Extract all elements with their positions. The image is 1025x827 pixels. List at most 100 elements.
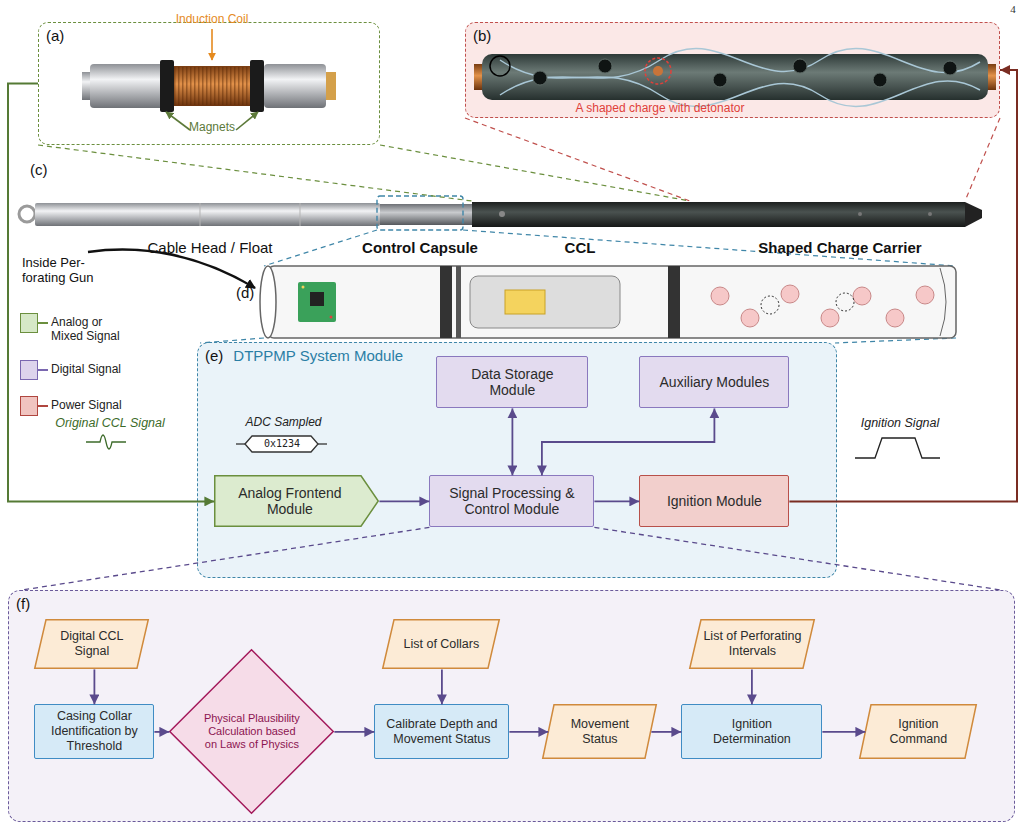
panel-letter: (f) bbox=[16, 595, 30, 612]
charge-carrier-photo bbox=[474, 48, 996, 106]
annotation-label: Cable Head / Float bbox=[130, 239, 290, 256]
gun-cutaway bbox=[302, 286, 305, 289]
charge-carrier-photo bbox=[490, 56, 510, 76]
signal-arrow bbox=[441, 669, 443, 704]
gun-cutaway bbox=[88, 250, 255, 288]
annotation-label: 4 bbox=[1003, 3, 1023, 16]
legend-line bbox=[38, 405, 48, 407]
ccl-photo bbox=[90, 64, 165, 108]
text-holder: List of Perforating Intervals bbox=[689, 619, 815, 669]
gun-cutaway bbox=[916, 286, 934, 304]
zoom-connector bbox=[22, 527, 1001, 590]
perforating-gun bbox=[377, 196, 463, 230]
signal-arrow bbox=[379, 500, 429, 502]
zoom-leader-lines bbox=[38, 145, 472, 201]
legend-text: Analog or Mixed Signal bbox=[51, 315, 123, 344]
text-holder: Physical Plausibility Calculation based … bbox=[169, 649, 334, 814]
gun-cutaway bbox=[440, 266, 452, 338]
text-holder: List of Collars bbox=[382, 619, 500, 669]
signal-glyphs bbox=[236, 443, 245, 444]
zoom-leader-lines bbox=[264, 230, 377, 266]
legend-swatch bbox=[20, 360, 38, 380]
signal-glyphs bbox=[855, 438, 940, 458]
ccl-photo bbox=[166, 112, 190, 130]
zoom-leader-lines bbox=[380, 145, 690, 201]
panel-letter: (a) bbox=[46, 27, 64, 44]
zoom-leader-lines bbox=[835, 338, 956, 343]
module-box: Ignition Module bbox=[639, 475, 789, 527]
decision-diamond: Physical Plausibility Calculation based … bbox=[169, 649, 334, 814]
zoom-leader-lines bbox=[465, 118, 690, 201]
signal-arrow bbox=[789, 70, 1017, 501]
signal-arrow bbox=[154, 731, 169, 733]
node-text: Calibrate Depth and Movement Status bbox=[383, 717, 500, 747]
perforating-gun bbox=[380, 204, 472, 225]
annotation-label: Magnets bbox=[182, 121, 242, 135]
ccl-photo bbox=[236, 112, 258, 130]
charge-carrier-photo bbox=[533, 71, 547, 85]
perforating-gun bbox=[472, 202, 690, 227]
gun-cutaway bbox=[836, 293, 854, 311]
charge-carrier-photo bbox=[500, 60, 980, 107]
signal-glyphs bbox=[245, 436, 318, 452]
gun-cutaway bbox=[668, 266, 680, 338]
perforating-gun bbox=[200, 203, 201, 226]
text-holder: Ignition Determination bbox=[682, 705, 821, 758]
charge-carrier-photo bbox=[645, 58, 671, 84]
gun-cutaway bbox=[260, 266, 276, 338]
perforating-gun bbox=[19, 196, 982, 230]
para-outline bbox=[35, 620, 149, 669]
flowchart-panel: (f) Digital CCL Signal List of Collars List… bbox=[8, 590, 1015, 822]
zoom-leader-lines bbox=[38, 118, 1000, 343]
diamond-outline bbox=[170, 650, 334, 814]
text-holder: (a) bbox=[46, 27, 64, 44]
text-holder: Analog Frontend Module bbox=[214, 475, 379, 527]
charge-carrier-photo bbox=[986, 64, 996, 90]
data-parallelogram: Movement Status bbox=[542, 704, 657, 759]
legend-swatch bbox=[20, 313, 38, 333]
data-parallelogram: Digital CCL Signal bbox=[34, 619, 149, 669]
signal-arrow bbox=[512, 408, 514, 475]
annotation-label: (d) bbox=[236, 284, 266, 301]
gun-cutaway bbox=[711, 287, 729, 305]
para-outline bbox=[543, 705, 657, 759]
text-holder: Calibrate Depth and Movement Status bbox=[375, 705, 508, 758]
gun-cutaway bbox=[88, 250, 956, 338]
text-holder: (e)DTPPMP System Module bbox=[205, 347, 403, 364]
annotation-label: Original CCL Signal bbox=[50, 416, 170, 430]
annotation-label: Control Capsule bbox=[345, 239, 495, 256]
signal-arrow bbox=[542, 408, 715, 475]
node-text: List of Collars bbox=[404, 637, 480, 652]
node-text: Ignition Module bbox=[667, 493, 762, 510]
gun-cutaway bbox=[310, 292, 324, 306]
charge-carrier-photo bbox=[793, 59, 807, 73]
text-holder: (f) bbox=[16, 595, 30, 612]
gun-cutaway bbox=[781, 285, 799, 303]
ccl-photo bbox=[250, 60, 264, 112]
detail-panel: (a) bbox=[38, 22, 380, 145]
ccl-photo bbox=[82, 29, 336, 130]
charge-carrier-photo bbox=[653, 66, 663, 76]
annotation-label: Ignition Signal bbox=[845, 416, 955, 430]
data-parallelogram: List of Collars bbox=[382, 619, 500, 669]
gun-cutaway bbox=[456, 266, 461, 338]
node-text: Physical Plausibility Calculation based … bbox=[201, 712, 302, 752]
charge-carrier-photo bbox=[873, 73, 887, 87]
signal-arrow bbox=[594, 500, 639, 502]
charge-carrier-photo bbox=[598, 59, 612, 73]
gun-cutaway bbox=[940, 268, 946, 336]
perforating-gun bbox=[35, 203, 380, 226]
data-parallelogram: Ignition Command bbox=[859, 704, 977, 759]
perforating-gun bbox=[928, 212, 932, 216]
para-outline bbox=[860, 705, 977, 759]
detail-panel: (b) bbox=[465, 22, 1000, 118]
process-box: Calibrate Depth and Movement Status bbox=[374, 704, 509, 759]
ccl-photo bbox=[326, 72, 336, 100]
legend-text: Digital Signal bbox=[51, 362, 123, 376]
gun-cutaway bbox=[853, 287, 871, 305]
gun-cutaway bbox=[886, 309, 904, 327]
signal-arrow bbox=[651, 731, 681, 733]
process-box: Casing Collar Identification by Threshol… bbox=[34, 704, 154, 759]
text-holder: Casing Collar Identification by Threshol… bbox=[35, 705, 153, 758]
signal-glyphs bbox=[318, 443, 327, 444]
